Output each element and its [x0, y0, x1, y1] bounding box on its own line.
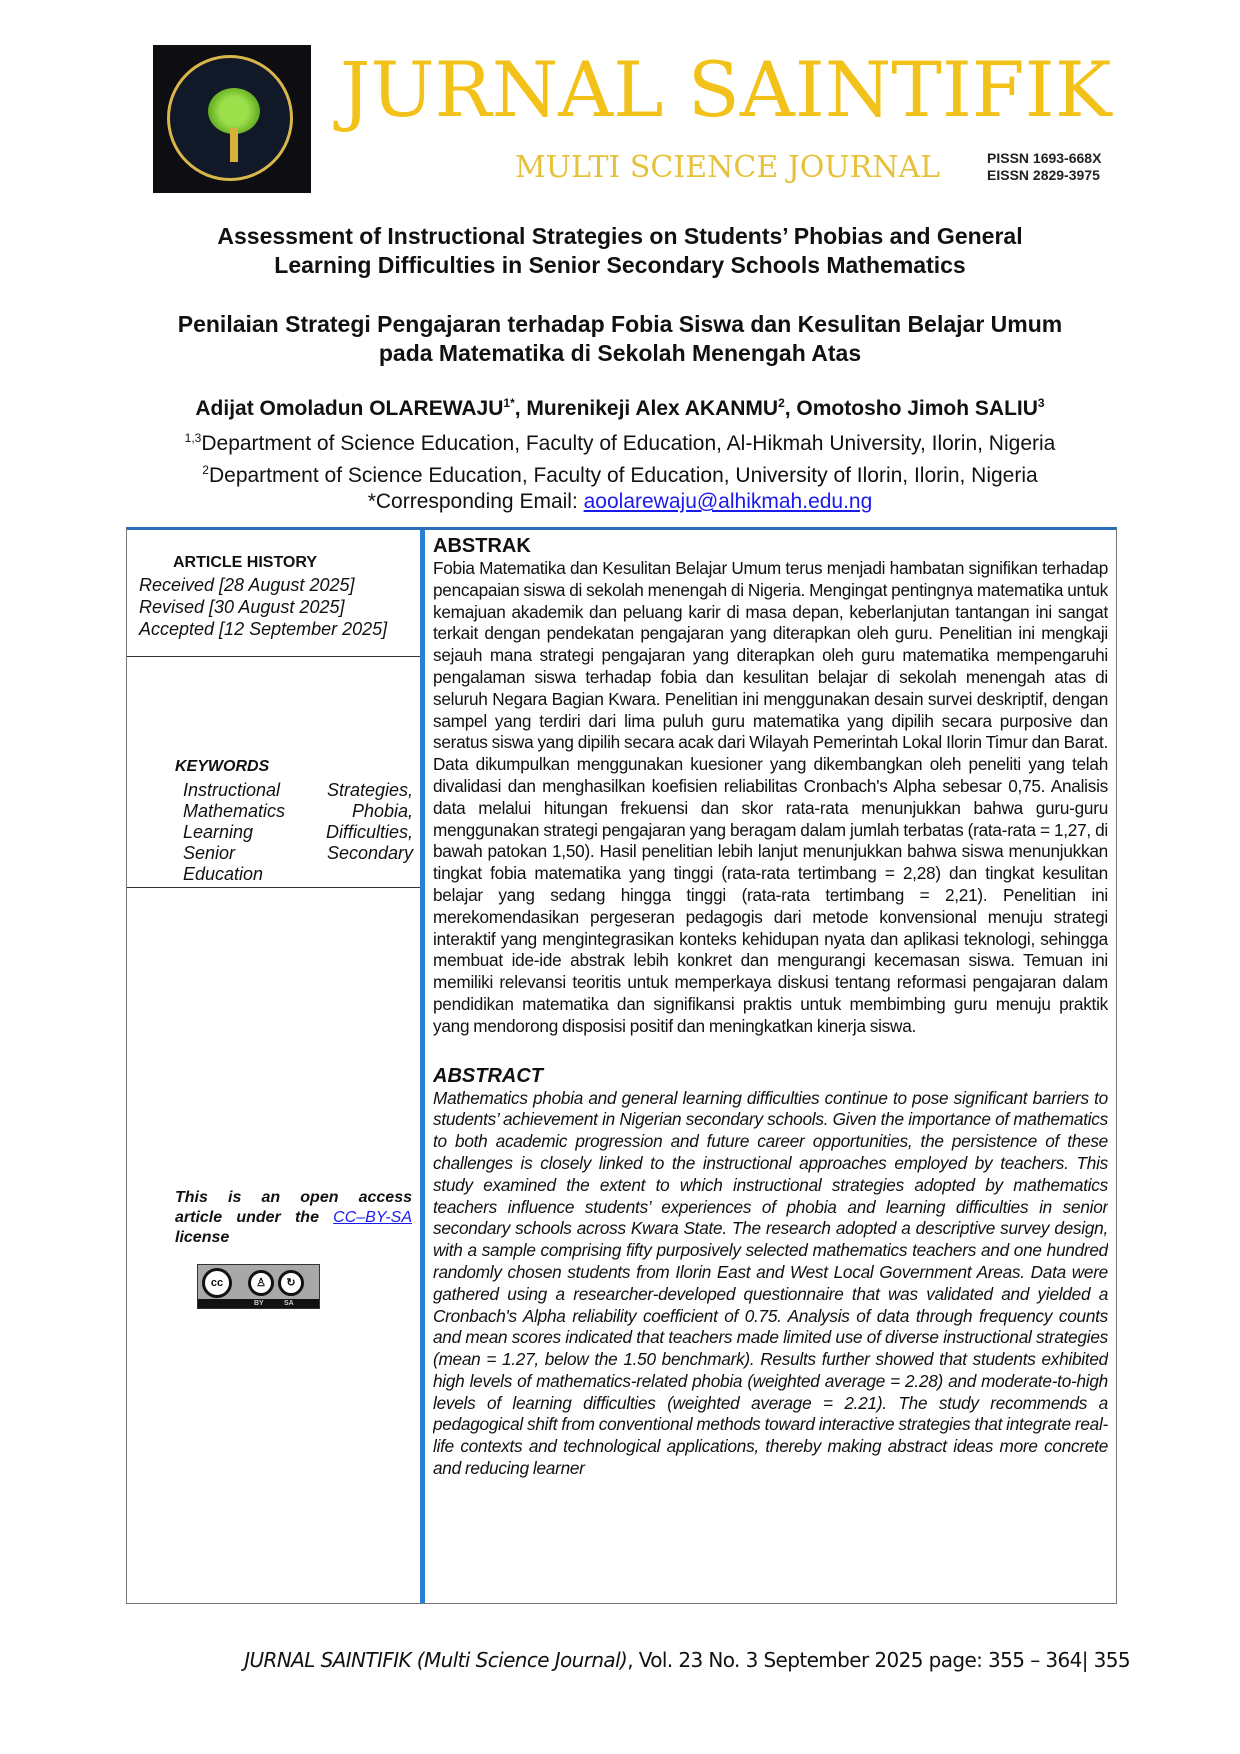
aff-text: Department of Science Education, Faculty… — [201, 432, 1056, 455]
article-info-column: ARTICLE HISTORY Received [28 August 2025… — [127, 530, 425, 1603]
tree-trunk-icon — [230, 128, 238, 162]
author-list: Adijat Omoladun OLAREWAJU1*, Murenikeji … — [195, 396, 1045, 420]
license-text-end: license — [175, 1229, 230, 1246]
keyword-row: Senior Secondary — [183, 843, 413, 864]
affiliations: 1,3Department of Science Education, Facu… — [0, 425, 1240, 515]
revised-date: Revised [30 August 2025] — [139, 597, 345, 617]
author: Adijat Omoladun OLAREWAJU — [195, 397, 504, 420]
journal-logo — [153, 45, 311, 193]
keyword: Secondary — [326, 843, 413, 863]
abstract-text: Mathematics phobia and general learning … — [433, 1087, 1108, 1479]
attribution-icon: ♙ — [248, 1270, 274, 1296]
cc-by-sa-badge: cc ♙ ↻ BY SA — [197, 1264, 320, 1309]
keyword: Difficulties, — [325, 822, 413, 842]
title-en-line-2: Learning Difficulties in Senior Secondar… — [274, 252, 966, 278]
keyword-row: Mathematics Phobia, — [183, 801, 413, 822]
eissn: EISSN 2829-3975 — [987, 167, 1100, 183]
received-date: Received [28 August 2025] — [139, 575, 355, 595]
journal-title: JURNAL SAINTIFIK — [340, 45, 1112, 134]
history-dates: Received [28 August 2025] Revised [30 Au… — [139, 574, 387, 640]
keyword: Strategies, — [326, 780, 413, 800]
history-heading: ARTICLE HISTORY — [173, 554, 318, 571]
abstrak-heading: ABSTRAK — [433, 535, 531, 557]
aff-sup: 1,3 — [184, 431, 202, 445]
aff-sup: 2 — [202, 463, 209, 477]
title-en-line-1: Assessment of Instructional Strategies o… — [217, 223, 1023, 249]
author-sup: 1* — [503, 396, 515, 410]
paper-title-id: Penilaian Strategi Pengajaran terhadap F… — [0, 310, 1240, 368]
affiliation: 2Department of Science Education, Facult… — [0, 457, 1240, 489]
keyword: Learning — [183, 822, 254, 842]
corresponding-email: *Corresponding Email: aoolarewaju@alhikm… — [0, 489, 1240, 515]
article-history: ARTICLE HISTORY Received [28 August 2025… — [127, 530, 420, 657]
aff-text: Department of Science Education, Faculty… — [208, 464, 1038, 487]
author-sup: 2 — [778, 396, 785, 410]
badge-strip: BY SA — [198, 1299, 319, 1308]
abstract-column: ABSTRAK Fobia Matematika dan Kesulitan B… — [433, 530, 1108, 1603]
pissn: PISSN 1693-668X — [987, 150, 1102, 166]
footer-details: , Vol. 23 No. 3 September 2025 page: 355… — [627, 1648, 1130, 1672]
license-link[interactable]: CC–BY-SA — [333, 1209, 412, 1226]
journal-subtitle: MULTI SCIENCE JOURNAL — [515, 150, 941, 185]
logo-seal — [167, 55, 293, 181]
keyword: Instructional — [183, 780, 281, 800]
keywords-heading: KEYWORDS — [175, 758, 270, 775]
keyword: Senior — [183, 843, 236, 863]
keywords-list: Instructional Strategies, Mathematics Phob… — [183, 780, 413, 885]
keywords-section: KEYWORDS — [127, 657, 420, 888]
abstract-table: ARTICLE HISTORY Received [28 August 2025… — [126, 527, 1117, 1604]
abstract-heading: ABSTRACT — [433, 1064, 543, 1087]
keyword: Phobia, — [351, 801, 413, 821]
tree-icon — [208, 88, 260, 134]
footer-journal: JURNAL SAINTIFIK (Multi Science Journal) — [244, 1648, 628, 1672]
license-note: This is an open access article under the… — [175, 1188, 412, 1248]
keyword-row: Learning Difficulties, — [183, 822, 413, 843]
keyword-row: Instructional Strategies, — [183, 780, 413, 801]
title-id-line-2: pada Matematika di Sekolah Menengah Atas — [378, 340, 862, 366]
page-footer: JURNAL SAINTIFIK (Multi Science Journal)… — [244, 1648, 1130, 1672]
license-text: This is an open access article under the — [175, 1189, 412, 1226]
paper-title-en: Assessment of Instructional Strategies o… — [0, 222, 1240, 280]
author: Murenikeji Alex AKANMU — [526, 397, 779, 420]
keyword: Mathematics — [183, 801, 286, 821]
badge-sa: SA — [284, 1300, 294, 1307]
title-id-line-1: Penilaian Strategi Pengajaran terhadap F… — [177, 311, 1063, 337]
author-sup: 3 — [1037, 396, 1045, 410]
email-link[interactable]: aoolarewaju@alhikmah.edu.ng — [583, 490, 873, 513]
abstrak-text: Fobia Matematika dan Kesulitan Belajar U… — [433, 558, 1108, 1036]
accepted-date: Accepted [12 September 2025] — [139, 619, 388, 639]
share-alike-icon: ↻ — [278, 1270, 304, 1296]
keyword: Education — [183, 864, 264, 884]
author: Omotosho Jimoh SALIU — [796, 397, 1038, 420]
badge-by: BY — [254, 1300, 264, 1307]
issn-block: PISSN 1693-668X EISSN 2829-3975 — [987, 150, 1101, 184]
cc-icon: cc — [202, 1268, 232, 1298]
keyword-row: Education — [183, 864, 413, 885]
email-label: *Corresponding Email: — [367, 490, 584, 513]
affiliation: 1,3Department of Science Education, Facu… — [0, 425, 1240, 457]
